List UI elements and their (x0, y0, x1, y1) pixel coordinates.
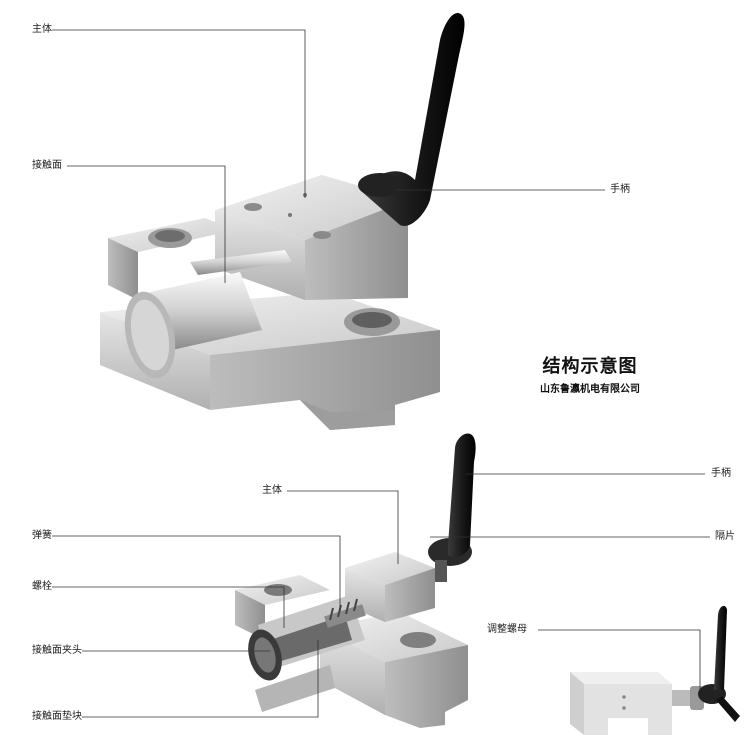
bottom-body-block (345, 552, 435, 622)
top-back-rail (108, 218, 235, 300)
label-bot-handle: 手柄 (711, 468, 731, 479)
bottom-back-rail (235, 575, 330, 640)
company-name: 山东鲁瀛机电有限公司 (540, 384, 640, 395)
label-adjust-nut: 调整螺母 (487, 624, 527, 635)
leader-bot-spring (52, 535, 341, 612)
bottom-spring (324, 598, 366, 628)
top-assembly (100, 12, 465, 430)
label-bot-bolt: 螺栓 (32, 581, 52, 592)
label-bot-body: 主体 (262, 485, 282, 496)
label-top-body: 主体 (32, 24, 52, 35)
label-bot-spacer: 隔片 (715, 531, 735, 542)
label-top-contact-face: 接触面 (32, 160, 62, 171)
leader-bot-body (287, 490, 399, 564)
top-contact-cylinder (124, 272, 262, 379)
label-bot-spring: 弹簧 (32, 530, 52, 541)
diagram-title: 结构示意图 (542, 356, 638, 377)
leader-top-contact-face (67, 165, 226, 283)
leader-top-body (52, 29, 306, 198)
inset-assembly (570, 605, 740, 735)
top-handle (358, 12, 465, 226)
leader-bot-bolt (52, 586, 285, 628)
bottom-assembly (235, 433, 476, 728)
leader-lines (52, 29, 710, 718)
label-bot-contact-clamp: 接触面夹头 (32, 645, 82, 656)
leader-bot-contact-pad (82, 640, 319, 718)
bottom-handle-group (428, 433, 476, 582)
top-rod (190, 250, 292, 275)
label-bot-contact-pad: 接触面垫块 (32, 711, 82, 722)
label-top-handle: 手柄 (610, 184, 630, 195)
leader-adjust-nut (538, 629, 701, 690)
